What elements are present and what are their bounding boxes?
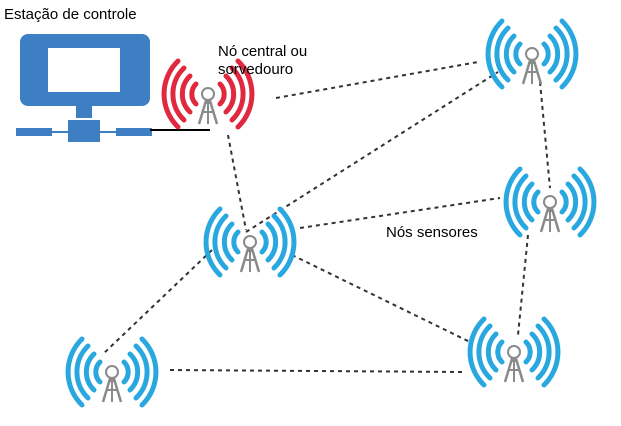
link-node-right-to-node-bottom-right xyxy=(517,234,529,336)
network-links xyxy=(101,61,551,373)
control-station-label: Estação de controle xyxy=(4,6,137,23)
link-sink-to-node-center xyxy=(227,134,247,231)
link-sink-to-node-top-right xyxy=(275,61,479,99)
sink-node-label: Nó central ou sorvedouro xyxy=(218,43,308,78)
control-station-icon xyxy=(16,34,152,142)
sensor-node-top-right-icon xyxy=(488,21,576,87)
sensor-node-bottom-right-icon xyxy=(470,319,558,385)
link-node-center-to-node-bottom-right xyxy=(291,254,471,343)
link-node-center-to-node-right xyxy=(299,197,501,229)
sensor-node-bottom-left-icon xyxy=(68,339,156,405)
sensor-nodes-label: Nós sensores xyxy=(386,224,478,241)
link-node-top-right-to-node-right xyxy=(539,81,551,189)
link-node-bottom-left-to-node-bottom-right xyxy=(169,369,463,373)
link-node-center-to-node-bottom-left xyxy=(101,249,213,356)
link-node-center-to-node-top-right xyxy=(245,71,499,233)
sensor-node-center-icon xyxy=(206,209,294,275)
